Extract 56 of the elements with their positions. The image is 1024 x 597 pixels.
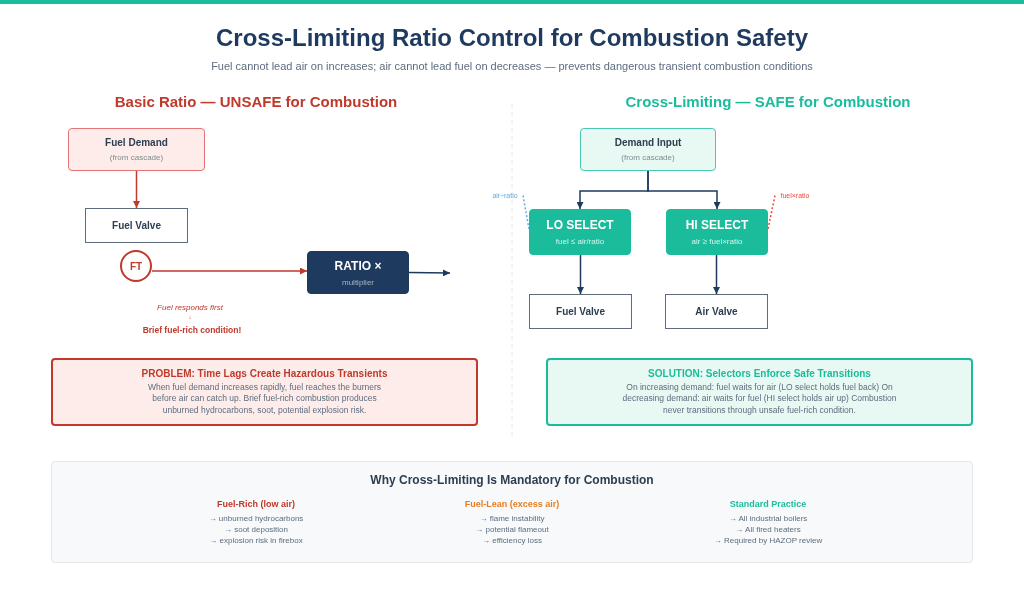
node-label: Fuel Valve [112,220,161,231]
node-label: RATIO × [334,258,382,273]
node-subtext: air ≥ fuel×ratio [691,237,743,246]
list-item: → explosion risk in firebox [209,536,303,545]
title: Cross-Limiting Ratio Control for Combustion Safety [215,24,809,52]
list-item: → efficiency loss [482,536,542,545]
column-heading: Fuel-Lean (excess air) [464,499,560,509]
node-label: LO SELECT [546,218,614,232]
list-item: → soot deposition [223,525,288,534]
process-box [68,128,205,171]
node-label: Air Valve [695,306,738,317]
list-item: → Required by HAZOP review [713,536,823,545]
valve-box [665,294,768,329]
process-box [580,128,716,171]
column-heading: Fuel-Rich (low air) [217,499,295,509]
node-subtext: fuel ≤ air/ratio [555,237,605,246]
arrow [133,170,140,209]
node-label: Why Cross-Limiting Is Mandatory for Combustion [370,473,654,487]
ratio-block [307,251,409,294]
list-item: → All industrial boilers [728,514,808,523]
node-subtext: When fuel demand increases rapidly, fuel reaches the burners before air can catch up. Brief fuel-rich combustion produces unburned hydrocarbons, soot, potential explosion risk. [146,382,383,416]
list-item: → flame instability [479,514,545,523]
arrow [713,254,720,295]
arrow [647,170,721,210]
info-panel [51,461,973,563]
arrow [151,267,308,275]
valve-box [529,294,632,329]
selector-block [666,209,768,255]
node-label: Demand Input [614,137,682,148]
node-subtext: (from cascade) [109,153,164,162]
node-label: Fuel Valve [556,306,605,317]
section-heading: Basic Ratio — UNSAFE for Combustion [114,93,398,110]
node-label: Fuel Demand [105,137,168,148]
annotation-note: Brief fuel-rich condition! [142,325,242,335]
list-item: → potential flameout [475,525,549,534]
column-heading: Standard Practice [729,499,807,509]
node-label: FT [129,260,143,272]
node-subtext: On increasing demand: fuel waits for air (LO select holds fuel back) On decreasing demand: air waits for fuel (HI select holds air up) Combustion never transitions through unsafe fuel-rich condition. [621,382,898,416]
node-label: SOLUTION: Selectors Enforce Safe Transitions [648,368,871,380]
node-subtext: (from cascade) [621,153,675,162]
transmitter-circle [120,250,152,282]
problem-panel [51,358,478,426]
annotation-note: Fuel responds first [157,303,223,312]
leader-line [767,194,776,230]
arrow [577,254,584,295]
selector-block [529,209,631,255]
node-label: PROBLEM: Time Lags Create Hazardous Transients [141,368,388,380]
subtitle: Fuel cannot lead air on increases; air cannot lead fuel on decreases — prevents dangerous transient combustion conditions [210,60,814,72]
node-subtext: multiplier [342,277,374,287]
list-item: → All fired heaters [735,525,801,534]
arrow [408,269,451,277]
list-item: → unburned hydrocarbons [208,514,304,523]
valve-box [85,208,188,243]
section-heading: Cross-Limiting — SAFE for Combustion [625,93,911,110]
node-label: HI SELECT [685,218,749,232]
solution-panel [546,358,973,426]
